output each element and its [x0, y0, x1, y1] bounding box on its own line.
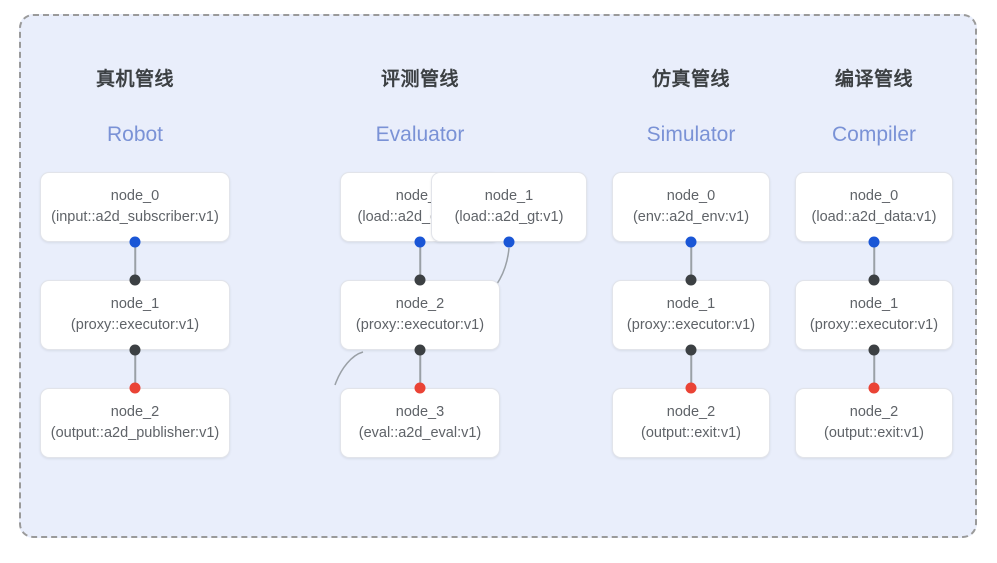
node-name-label: node_1: [484, 187, 534, 204]
input-port-dot[interactable]: [503, 236, 515, 248]
node-name-label: node_1: [666, 295, 716, 312]
port-dot[interactable]: [129, 274, 141, 286]
node-box-evaluator-node_2[interactable]: node_2(proxy::executor:v1): [340, 280, 500, 350]
output-port-dot[interactable]: [414, 382, 426, 394]
node-type-label: (input::a2d_subscriber:v1): [51, 209, 219, 225]
node-name-label: node_2: [849, 403, 899, 420]
node-box-simulator-node_1[interactable]: node_1(proxy::executor:v1): [612, 280, 770, 350]
node-type-label: (eval::a2d_eval:v1): [358, 425, 482, 441]
node-type-label: (load::a2d_gt:v1): [454, 209, 564, 225]
node-name-label: node_3: [395, 403, 445, 420]
node-type-label: (proxy::executor:v1): [809, 317, 939, 333]
connector-line: [873, 242, 875, 280]
output-port-dot[interactable]: [685, 382, 697, 394]
node-box-compiler-node_1[interactable]: node_1(proxy::executor:v1): [795, 280, 953, 350]
port-dot[interactable]: [685, 344, 697, 356]
node-name-label: node_0: [110, 187, 160, 204]
output-port-dot[interactable]: [868, 382, 880, 394]
connector-line: [134, 242, 136, 280]
input-port-dot[interactable]: [414, 236, 426, 248]
connector-line: [690, 350, 692, 388]
output-port-dot[interactable]: [129, 382, 141, 394]
connector-line: [419, 350, 421, 388]
connector-line: [690, 242, 692, 280]
column-title-cn-simulator: 仿真管线: [651, 69, 731, 90]
node-type-label: (proxy::executor:v1): [626, 317, 756, 333]
node-box-compiler-node_0[interactable]: node_0(load::a2d_data:v1): [795, 172, 953, 242]
connector-line: [134, 350, 136, 388]
column-title-en-simulator: Simulator: [646, 123, 736, 146]
node-box-robot-node_1[interactable]: node_1(proxy::executor:v1): [40, 280, 230, 350]
node-type-label: (proxy::executor:v1): [70, 317, 200, 333]
node-box-robot-node_2[interactable]: node_2(output::a2d_publisher:v1): [40, 388, 230, 458]
port-dot[interactable]: [685, 274, 697, 286]
node-box-compiler-node_2[interactable]: node_2(output::exit:v1): [795, 388, 953, 458]
input-port-dot[interactable]: [868, 236, 880, 248]
node-type-label: (output::exit:v1): [824, 425, 924, 441]
node-name-label: node_0: [666, 187, 716, 204]
node-name-label: node_0: [849, 187, 899, 204]
port-dot[interactable]: [414, 344, 426, 356]
pipeline-container: [19, 14, 977, 538]
node-type-label: (output::a2d_publisher:v1): [50, 425, 220, 441]
connector-line: [873, 350, 875, 388]
node-name-label: node_2: [666, 403, 716, 420]
port-dot[interactable]: [129, 344, 141, 356]
node-box-evaluator-node_1-alt[interactable]: node_1(load::a2d_gt:v1): [431, 172, 587, 242]
column-title-cn-robot: 真机管线: [95, 69, 175, 90]
column-title-cn-compiler: 编译管线: [834, 69, 914, 90]
node-box-simulator-node_2[interactable]: node_2(output::exit:v1): [612, 388, 770, 458]
column-title-en-evaluator: Evaluator: [375, 123, 465, 146]
node-box-evaluator-node_3[interactable]: node_3(eval::a2d_eval:v1): [340, 388, 500, 458]
column-title-en-compiler: Compiler: [831, 123, 917, 146]
node-box-robot-node_0[interactable]: node_0(input::a2d_subscriber:v1): [40, 172, 230, 242]
column-title-cn-evaluator: 评测管线: [380, 69, 460, 90]
node-name-label: node_1: [849, 295, 899, 312]
input-port-dot[interactable]: [685, 236, 697, 248]
node-name-label: node_1: [110, 295, 160, 312]
node-box-simulator-node_0[interactable]: node_0(env::a2d_env:v1): [612, 172, 770, 242]
node-name-label: node_2: [110, 403, 160, 420]
connector-line: [419, 242, 421, 280]
port-dot[interactable]: [868, 344, 880, 356]
node-type-label: (proxy::executor:v1): [355, 317, 485, 333]
node-type-label: (output::exit:v1): [641, 425, 741, 441]
node-type-label: (load::a2d_data:v1): [811, 209, 937, 225]
port-dot[interactable]: [868, 274, 880, 286]
node-name-label: node_2: [395, 295, 445, 312]
port-dot[interactable]: [414, 274, 426, 286]
node-type-label: (env::a2d_env:v1): [632, 209, 750, 225]
column-title-en-robot: Robot: [106, 123, 164, 146]
input-port-dot[interactable]: [129, 236, 141, 248]
